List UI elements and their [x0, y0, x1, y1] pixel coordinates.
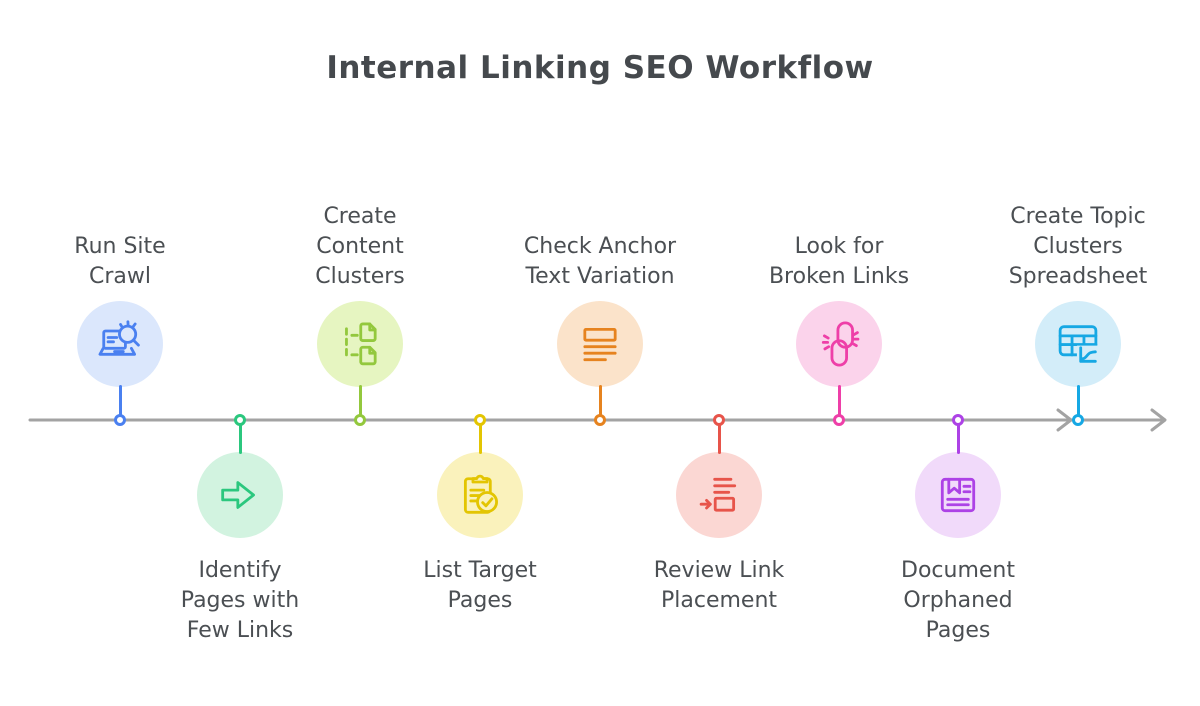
connector-dot	[354, 414, 366, 426]
arrow-right-icon	[197, 452, 283, 538]
connector-stem	[598, 385, 602, 416]
step-label: Create Topic Clusters Spreadsheet	[1008, 204, 1148, 289]
text-lines-icon	[557, 301, 643, 387]
step-label: Review Link Placement	[653, 558, 785, 613]
step-label: Document Orphaned Pages	[901, 558, 1015, 643]
clipboard-check-icon	[437, 452, 523, 538]
arrow-head-icon	[1056, 408, 1073, 432]
link-placement-icon	[676, 452, 762, 538]
connector-dot	[1072, 414, 1084, 426]
connector-stem	[358, 385, 362, 416]
connector-stem	[956, 424, 960, 454]
connector-dot	[713, 414, 725, 426]
connector-dot	[114, 414, 126, 426]
step-label: List Target Pages	[423, 558, 537, 613]
arrow-head-icon	[1150, 408, 1167, 432]
connector-stem	[118, 385, 122, 416]
connector-stem	[238, 424, 242, 454]
connector-stem	[717, 424, 721, 454]
connector-dot	[952, 414, 964, 426]
connector-dot	[833, 414, 845, 426]
spreadsheet-chart-icon	[1035, 301, 1121, 387]
page-title: Internal Linking SEO Workflow	[326, 50, 874, 86]
connector-stem	[1076, 385, 1080, 416]
step-label: Run Site Crawl	[74, 234, 166, 289]
step-label: Identify Pages with Few Links	[180, 558, 300, 643]
connector-dot	[474, 414, 486, 426]
connector-dot	[234, 414, 246, 426]
bookmark-document-icon	[915, 452, 1001, 538]
step-label: Create Content Clusters	[315, 204, 405, 289]
step-label: Look for Broken Links	[768, 234, 910, 289]
document-cluster-icon	[317, 301, 403, 387]
laptop-search-icon	[77, 301, 163, 387]
step-label: Check Anchor Text Variation	[523, 234, 677, 289]
connector-stem	[478, 424, 482, 454]
connector-stem	[837, 385, 841, 416]
broken-chain-icon	[796, 301, 882, 387]
connector-dot	[594, 414, 606, 426]
